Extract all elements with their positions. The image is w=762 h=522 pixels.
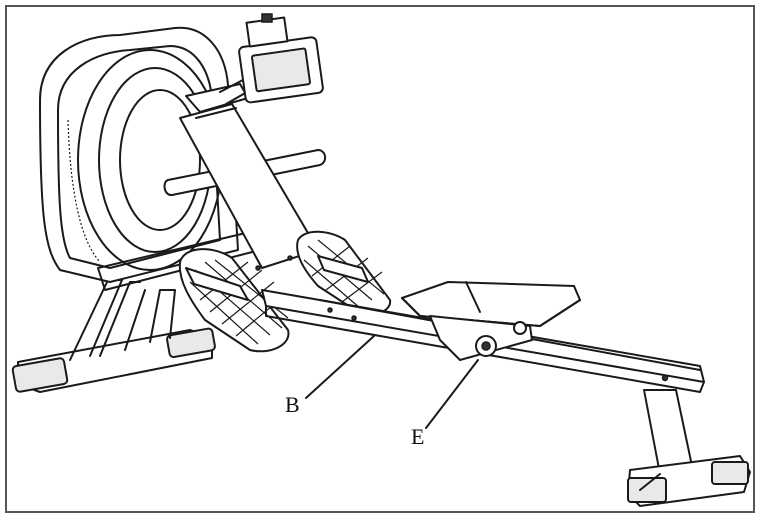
monitor-assembly	[185, 13, 324, 113]
rear-right-foot	[711, 461, 749, 485]
flywheel-housing	[39, 26, 261, 291]
right-foot-strap	[317, 255, 369, 283]
rear-stabilizer	[627, 389, 751, 507]
left-footplate	[178, 248, 290, 353]
seat	[401, 281, 581, 361]
callout-e: E	[411, 424, 425, 449]
front-left-foot	[11, 357, 69, 393]
rear-left-foot	[627, 477, 667, 503]
leader-line-b	[305, 335, 375, 399]
front-right-foot	[166, 327, 216, 359]
front-stabilizer	[11, 327, 216, 393]
holder-clip	[261, 13, 273, 23]
right-footplate	[296, 230, 392, 316]
callout-b: B	[285, 392, 300, 417]
left-foot-strap	[185, 267, 249, 301]
diagram-frame	[5, 5, 755, 513]
leader-line-e	[425, 359, 479, 429]
monitor-screen	[251, 47, 311, 93]
